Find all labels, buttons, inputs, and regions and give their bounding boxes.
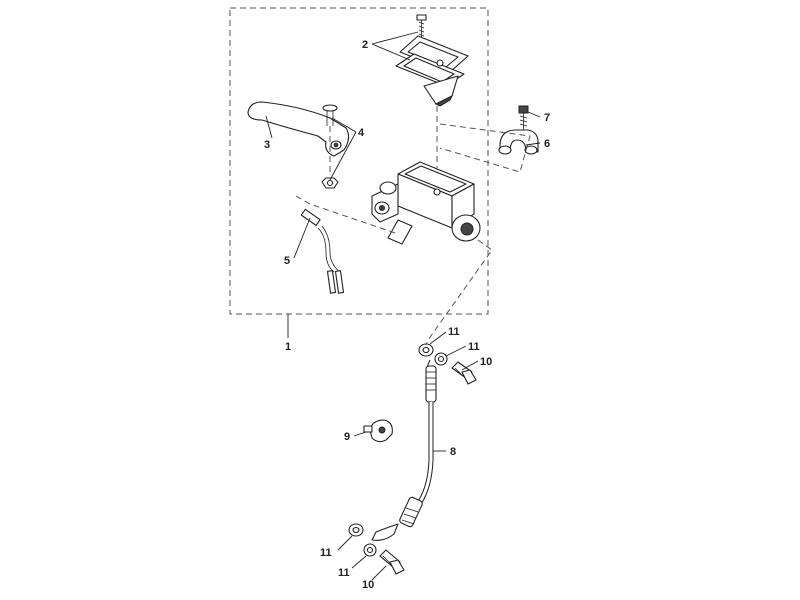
- assembly-boundary-box: [229, 7, 489, 315]
- leader-11c: [337, 535, 353, 551]
- callout-11-bottom-right: 11: [338, 567, 350, 579]
- leader-2a: [371, 31, 419, 45]
- pivot-bolt-part: [321, 104, 339, 189]
- sealing-washer-top-2: [434, 352, 448, 366]
- leader-4b: [329, 131, 357, 181]
- leader-6: [525, 142, 541, 146]
- banjo-bolt-top-part: [451, 361, 477, 385]
- leader-10b: [371, 565, 387, 581]
- leader-11a: [429, 331, 447, 345]
- sealing-washer-bottom-2: [363, 543, 377, 557]
- callout-7: 7: [544, 112, 550, 124]
- callout-8: 8: [450, 446, 456, 458]
- leader-11b: [445, 345, 467, 357]
- leader-10a: [461, 360, 479, 371]
- banjo-bolt-bottom-part: [379, 549, 405, 575]
- leader-11d: [351, 555, 367, 569]
- master-cylinder-body-part: [371, 161, 481, 245]
- callout-3: 3: [264, 139, 270, 151]
- callout-4: 4: [358, 127, 365, 139]
- clamp-bolt-part: [518, 105, 529, 130]
- leader-3: [265, 115, 273, 139]
- callout-1: 1: [285, 341, 291, 353]
- brake-switch-part: [300, 208, 345, 294]
- callout-9: 9: [344, 431, 350, 443]
- leader-5: [293, 217, 311, 259]
- sealing-washer-top-1: [418, 343, 434, 357]
- callout-11-top-left: 11: [448, 326, 460, 338]
- leader-7: [527, 111, 541, 118]
- handlebar-clamp-part: [498, 129, 539, 155]
- sealing-washer-bottom-1: [348, 523, 364, 537]
- leader-2b: [371, 43, 411, 61]
- callout-10-top: 10: [480, 356, 492, 368]
- leader-9: [353, 431, 367, 437]
- brake-hose-part: [371, 359, 437, 541]
- callout-11-top-right: 11: [468, 341, 480, 353]
- brake-lever-part: [247, 101, 350, 157]
- hose-clip-part: [363, 419, 393, 443]
- callout-5: 5: [284, 255, 290, 267]
- reservoir-cap-part: [395, 14, 469, 107]
- callout-10-bottom: 10: [362, 579, 374, 591]
- leader-4a: [331, 117, 357, 133]
- callout-11-bottom-left: 11: [320, 547, 332, 559]
- callout-2: 2: [362, 39, 368, 51]
- callout-6: 6: [544, 138, 550, 150]
